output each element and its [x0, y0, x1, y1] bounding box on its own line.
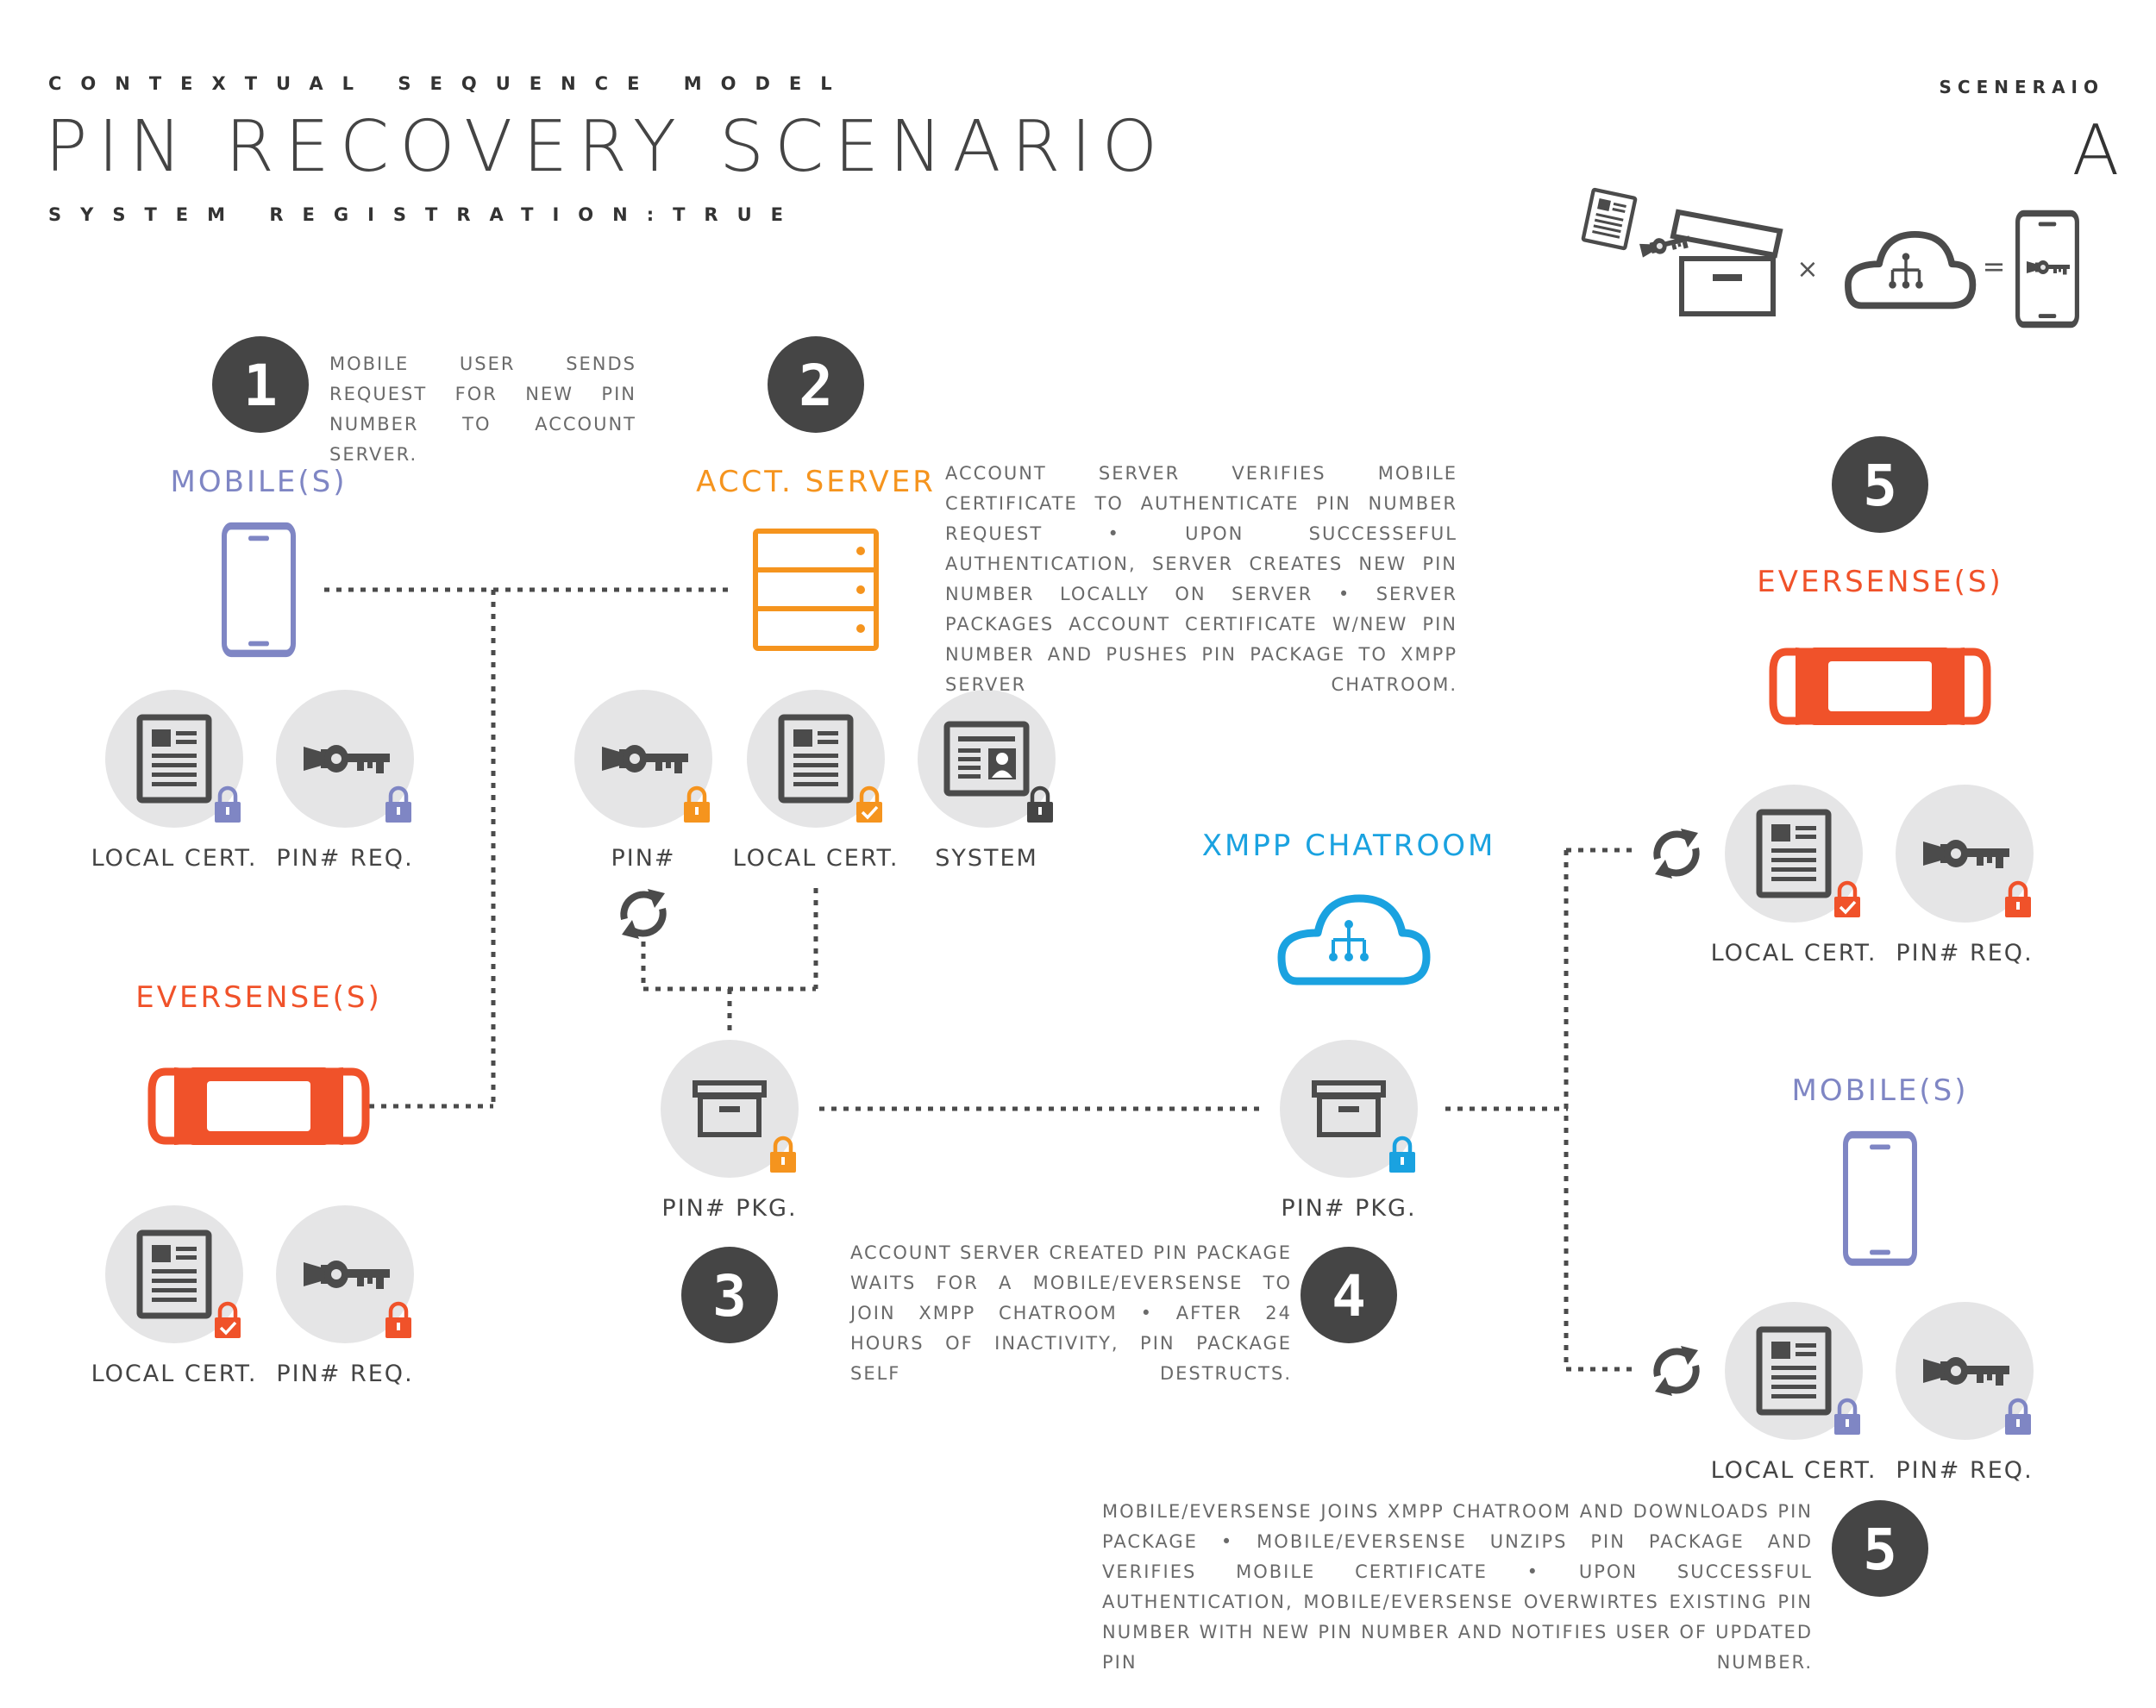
svg-text:SYSTEM: SYSTEM: [935, 845, 1038, 872]
server-system: SYSTEM: [918, 690, 1056, 872]
connector-lines: [324, 587, 1639, 1372]
key-icon: [1639, 230, 1692, 260]
svg-text:4: 4: [1332, 1263, 1366, 1329]
svg-text:PIN# REQ.: PIN# REQ.: [1896, 940, 2033, 967]
svg-text:PIN# PKG.: PIN# PKG.: [1281, 1195, 1416, 1222]
mobile-left-title: MOBILE(S): [171, 465, 348, 499]
times-sign: ×: [1796, 254, 1818, 285]
scenario-letter: A: [2072, 110, 2120, 191]
eversense-device-icon: [152, 1067, 366, 1145]
mobile-left-pin-request: PIN# REQ.: [276, 690, 414, 872]
phone-icon: [224, 526, 293, 654]
svg-text:LOCAL CERT.: LOCAL CERT.: [733, 845, 899, 872]
sync-icon: [1655, 829, 1698, 879]
svg-text:LOCAL CERT.: LOCAL CERT.: [1711, 1457, 1877, 1484]
step-1-description: MOBILE USER SENDS REQUEST FOR NEW PIN NU…: [329, 353, 636, 465]
svg-text:PIN# REQ.: PIN# REQ.: [276, 1361, 413, 1387]
eversense-device-icon: [1773, 648, 1987, 725]
key-icon: [2027, 260, 2070, 275]
mobile-right-title: MOBILE(S): [1792, 1073, 1969, 1108]
mobile-right-local-cert: LOCAL CERT.: [1711, 1302, 1877, 1484]
certificate-icon: [1583, 190, 1636, 249]
svg-text:PIN# PKG.: PIN# PKG.: [661, 1195, 797, 1222]
svg-text:5: 5: [1863, 453, 1897, 519]
step-badge-5-top: 5: [1832, 436, 1928, 533]
svg-text:5: 5: [1863, 1517, 1897, 1583]
svg-text:LOCAL CERT.: LOCAL CERT.: [91, 1361, 258, 1387]
header-subtitle: SYSTEM REGISTRATION:TRUE: [48, 204, 802, 225]
server-icon: [753, 529, 879, 651]
server-pin-package: PIN# PKG.: [661, 1040, 799, 1222]
chatroom-title: XMPP CHATROOM: [1202, 829, 1496, 863]
server-local-cert: LOCAL CERT.: [733, 690, 899, 872]
header-kicker: CONTEXTUAL SEQUENCE MODEL: [48, 73, 851, 94]
step-badge-2: 2: [768, 336, 864, 433]
eversense-right-pin-request: PIN# REQ.: [1896, 785, 2034, 967]
cloud-network-icon: [1282, 898, 1426, 981]
step-5-description: MOBILE/EVERSENSE JOINS XMPP CHATROOM AND…: [1102, 1501, 1813, 1673]
svg-text:2: 2: [799, 353, 833, 419]
mobile-right-pin-request: PIN# REQ.: [1896, 1302, 2034, 1484]
step-badge-4: 4: [1300, 1247, 1397, 1343]
step-2-description: ACCOUNT SERVER VERIFIES MOBILE CERTIFICA…: [945, 463, 1457, 695]
svg-text:1: 1: [243, 353, 278, 419]
eversense-right-local-cert: LOCAL CERT.: [1711, 785, 1877, 967]
server-pin: PIN#: [574, 690, 712, 872]
eversense-left-pin-request: PIN# REQ.: [276, 1205, 414, 1387]
svg-text:PIN# REQ.: PIN# REQ.: [276, 845, 413, 872]
step-badge-5-bottom: 5: [1832, 1500, 1928, 1597]
chatroom-pin-package: PIN# PKG.: [1280, 1040, 1418, 1222]
step-badge-1: 1: [212, 336, 309, 433]
eversense-left-title: EVERSENSE(S): [135, 980, 382, 1015]
svg-text:LOCAL CERT.: LOCAL CERT.: [91, 845, 258, 872]
scenario-label: SCENERAIO: [1940, 77, 2104, 97]
svg-text:PIN# REQ.: PIN# REQ.: [1896, 1457, 2033, 1484]
svg-text:LOCAL CERT.: LOCAL CERT.: [1711, 940, 1877, 967]
pin-recovery-diagram: CONTEXTUAL SEQUENCE MODEL PIN RECOVERY S…: [45, 73, 2120, 1597]
eversense-left-local-cert: LOCAL CERT.: [91, 1205, 258, 1387]
scenario-equation: × =: [1583, 190, 2078, 325]
eversense-right-title: EVERSENSE(S): [1757, 565, 2003, 599]
archive-box-icon: [1670, 209, 1783, 316]
svg-text:PIN#: PIN#: [611, 845, 675, 872]
page-title: PIN RECOVERY SCENARIO: [45, 106, 1168, 188]
cloud-network-icon: [1848, 235, 1972, 306]
equals-sign: =: [1983, 250, 2006, 283]
step-3-description: ACCOUNT SERVER CREATED PIN PACKAGE WAITS…: [850, 1242, 1292, 1384]
server-title: ACCT. SERVER: [696, 465, 936, 499]
svg-text:3: 3: [712, 1263, 747, 1329]
phone-icon: [1846, 1135, 1915, 1262]
step-badge-3: 3: [681, 1247, 778, 1343]
mobile-left-local-cert: LOCAL CERT.: [91, 690, 258, 872]
sync-icon: [1655, 1346, 1698, 1396]
sync-icon: [622, 889, 665, 939]
